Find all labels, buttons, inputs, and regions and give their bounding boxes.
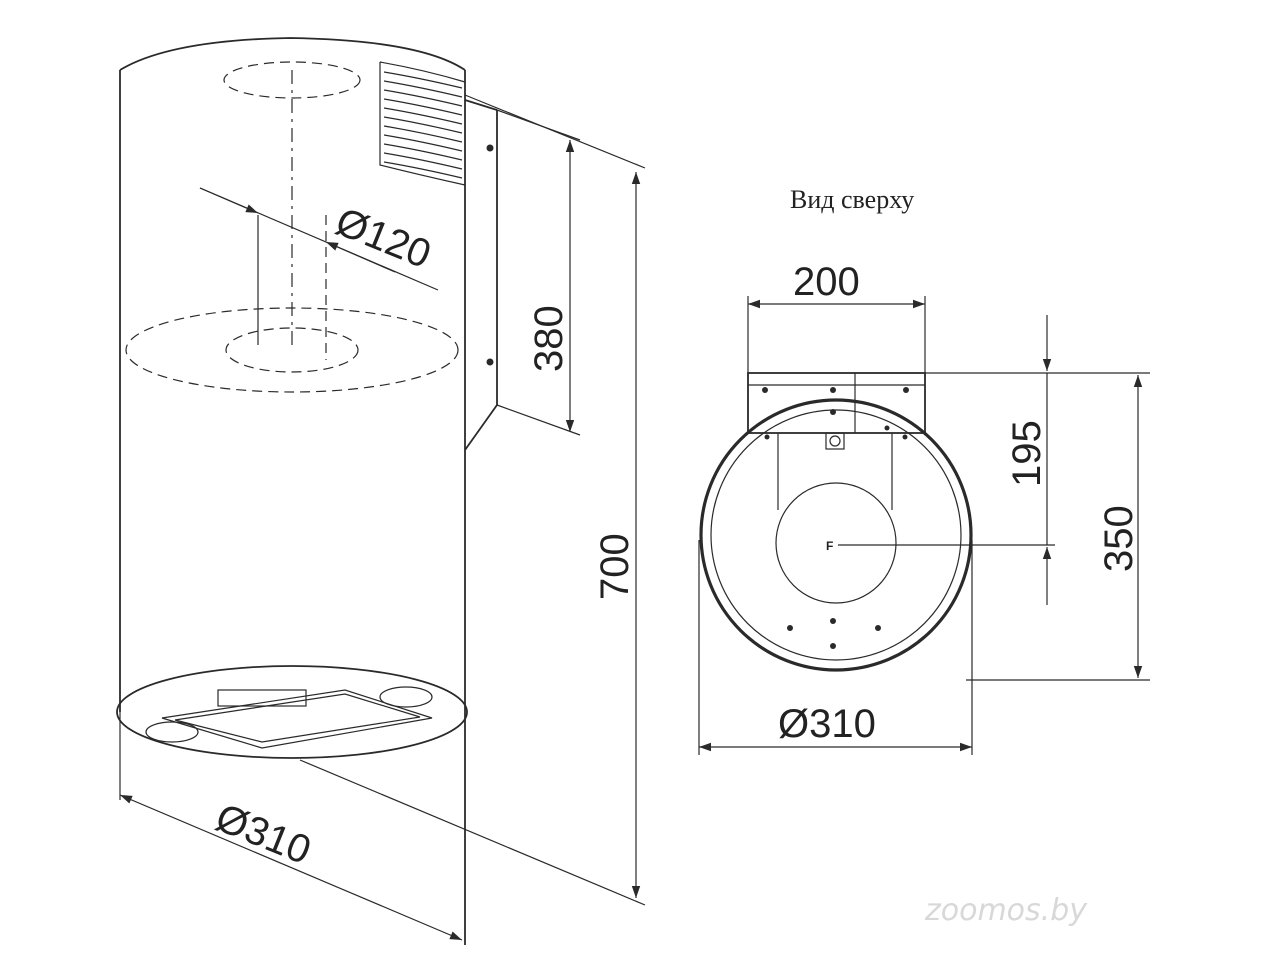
grille-slat (383, 143, 463, 161)
grille-slat (383, 116, 463, 134)
total-height-dimension: 700 (299, 94, 646, 906)
depth-dimension: 350 (966, 375, 1150, 681)
vent-grille (379, 61, 466, 186)
grille-slat (383, 89, 463, 107)
lamp-right (379, 686, 433, 708)
offset-label: 195 (1005, 420, 1049, 487)
duct-opening (775, 482, 897, 604)
duct-outlet-top (223, 61, 361, 99)
bottom-panel (116, 665, 468, 759)
control-panel (217, 689, 307, 707)
grille-slat (383, 80, 463, 98)
top-view: Вид сверху 200 (698, 185, 1150, 755)
grille-slat (383, 98, 463, 116)
grille-slat (383, 161, 463, 179)
grille-slat (383, 107, 463, 125)
top-mounting-bracket (747, 372, 926, 434)
isometric-view: Ø120 380 700 (116, 37, 646, 945)
top-body-diameter-dimension: Ø310 (698, 540, 973, 755)
cylinder-body (119, 37, 466, 945)
top-body-diameter-label: Ø310 (778, 702, 876, 746)
grille-slat (383, 134, 463, 152)
top-view-caption: Вид сверху (790, 185, 914, 214)
duct-diameter-dimension: Ø120 (199, 187, 439, 291)
grille-slat (383, 125, 463, 143)
grille-slat (383, 71, 463, 89)
total-height-label: 700 (593, 533, 637, 600)
bracket-width-label: 200 (793, 260, 860, 304)
internal-section-ellipse (125, 307, 459, 393)
watermark: zoomos.by (924, 893, 1088, 928)
body-diameter-label: Ø310 (210, 796, 317, 873)
bracket-height-label: 380 (527, 305, 571, 372)
bracket-width-dimension: 200 (747, 260, 926, 378)
center-mark: F (826, 539, 833, 553)
top-view-body: F (699, 398, 1055, 672)
grille-slat (383, 152, 463, 170)
duct-diameter-label: Ø120 (330, 200, 437, 277)
lamp-left (145, 721, 199, 743)
depth-label: 350 (1097, 505, 1141, 572)
offset-dimension: 195 (925, 315, 1150, 605)
bracket-height-dimension: 380 (496, 109, 581, 436)
wall-bracket (464, 99, 498, 451)
